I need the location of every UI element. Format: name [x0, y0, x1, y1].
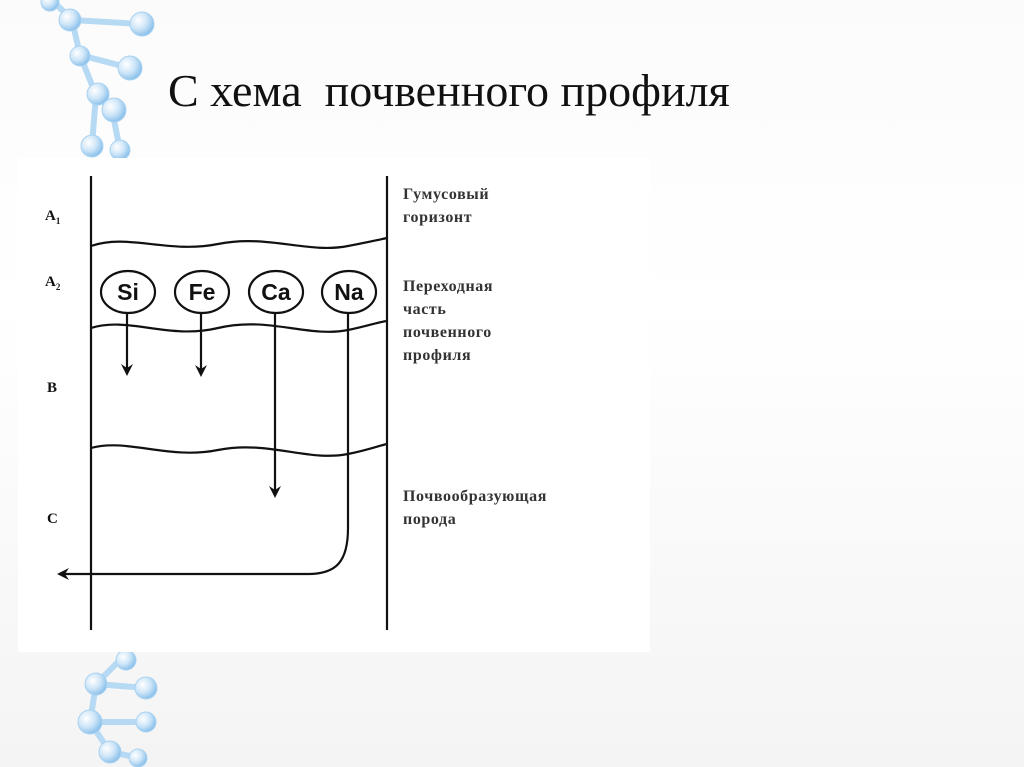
boundary-a2-b [90, 319, 388, 333]
description-a2: Переходная часть почвенного профиля [403, 275, 493, 367]
element-label-fe: Fe [188, 279, 216, 305]
description-c: Почвообразующая порода [403, 485, 547, 531]
description-c-line: Почвообразующая [403, 488, 547, 505]
element-label-si: Si [117, 279, 139, 305]
dna-decoration-top [40, 0, 155, 160]
horizon-label-b: B [47, 380, 58, 396]
boundary-b-c [90, 442, 388, 457]
dna-decoration-bottom [77, 649, 158, 767]
soil-profile-drawing [57, 176, 389, 630]
description-c-line: порода [403, 511, 457, 528]
horizon-label-a2: A2 [45, 274, 61, 292]
description-a1-line: горизонт [403, 209, 473, 226]
description-a2-line: часть [403, 301, 447, 318]
horizon-label-a1: A1 [45, 208, 61, 226]
description-a2-line: почвенного [403, 324, 492, 341]
description-a2-line: профиля [403, 347, 472, 364]
description-a1: Гумусовый горизонт [403, 183, 489, 229]
description-a2-line: Переходная [403, 278, 494, 295]
element-label-ca: Ca [261, 279, 291, 305]
arrow-na [57, 313, 350, 580]
slide-title: С хема почвенного профиля [168, 65, 730, 116]
horizon-label-c: C [47, 511, 58, 527]
description-a1-line: Гумусовый [403, 186, 490, 203]
boundary-a1-a2 [90, 236, 388, 250]
element-label-na: Na [334, 279, 364, 305]
soil-profile-diagram: A1 A2 B C Si Fe Ca Na [18, 158, 650, 652]
